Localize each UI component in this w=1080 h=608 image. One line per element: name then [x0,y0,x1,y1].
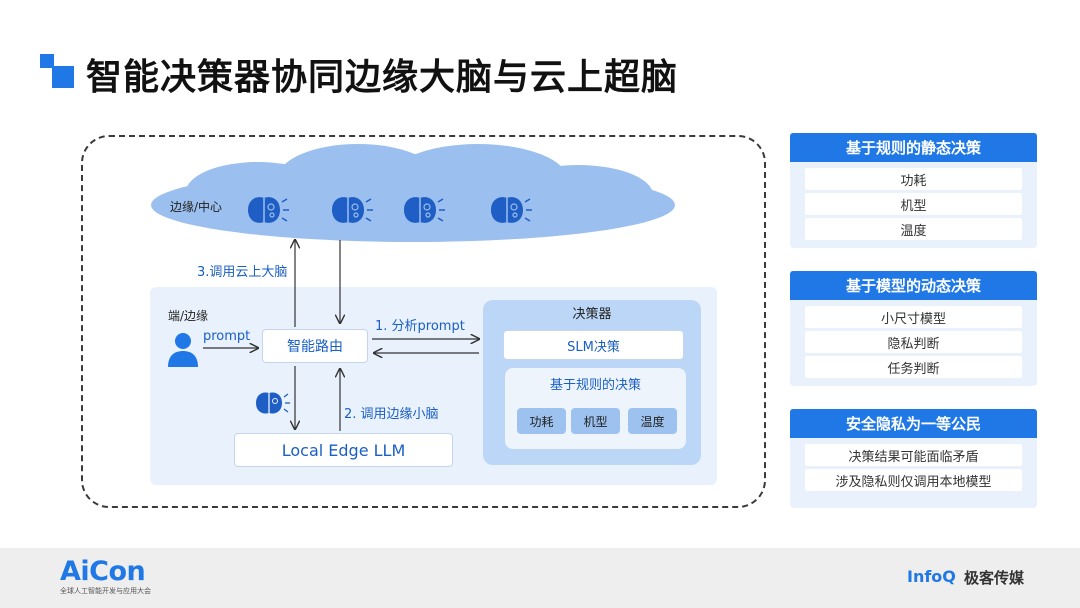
card-item: 任务判断 [805,356,1022,378]
aicon-subtitle: 全球人工智能开发与应用大会 [60,587,151,595]
step2-label: 2. 调用边缘小脑 [344,407,439,422]
step1-label: 1. 分析prompt [375,319,465,334]
aicon-logo: AiCon [60,556,146,587]
rule-decision-label: 基于规则的决策 [549,378,641,393]
brain-icon [404,197,445,223]
card-item: 机型 [805,193,1022,215]
infoq-logo: InfoQ [907,567,956,586]
user-icon [168,333,198,367]
step3-label: 3.调用云上大脑 [197,265,288,280]
local-edge-llm-box: Local Edge LLM [234,433,453,467]
chip-model: 机型 [571,408,620,434]
decider-label: 决策器 [572,307,612,322]
diagram-frame [81,135,766,508]
cloud-label: 边缘/中心 [170,200,223,214]
card-title: 基于模型的动态决策 [790,271,1037,300]
geek-media-logo: 极客传媒 [964,569,1025,587]
slm-decision-box: SLM决策 [503,330,684,360]
smart-router-box: 智能路由 [262,329,368,363]
card-title: 基于规则的静态决策 [790,133,1037,162]
card-item: 功耗 [805,168,1022,190]
brain-icon [491,197,532,223]
chip-temperature: 温度 [628,408,677,434]
chip-power: 功耗 [517,408,566,434]
card-item: 温度 [805,218,1022,240]
title-accent-icon [40,54,74,88]
card-dynamic-model: 基于模型的动态决策 小尺寸模型 隐私判断 任务判断 [790,271,1037,386]
card-item: 隐私判断 [805,331,1022,353]
brain-icon [256,392,290,414]
card-title: 安全隐私为一等公民 [790,409,1037,438]
cloud-shape [151,144,675,242]
card-item: 涉及隐私则仅调用本地模型 [805,469,1022,491]
card-item: 小尺寸模型 [805,306,1022,328]
card-static-rules: 基于规则的静态决策 功耗 机型 温度 [790,133,1037,248]
page-title: 智能决策器协同边缘大脑与云上超脑 [86,57,679,98]
footer-bar [0,548,1080,608]
card-item: 决策结果可能面临矛盾 [805,444,1022,466]
card-privacy-first: 安全隐私为一等公民 决策结果可能面临矛盾 涉及隐私则仅调用本地模型 [790,409,1037,508]
brain-icon [248,197,289,223]
prompt-label: prompt [203,329,251,344]
brain-icon [332,197,373,223]
edge-label: 端/边缘 [168,309,209,323]
